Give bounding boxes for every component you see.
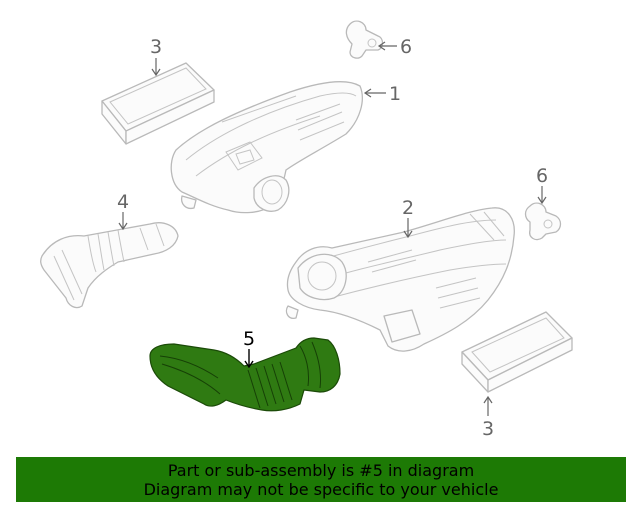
callout-5-label: 5 <box>243 328 255 350</box>
callout-6-right: 6 <box>536 165 548 205</box>
air-cleaner-housing-lower[interactable] <box>285 207 515 352</box>
callout-3-top: 3 <box>150 36 162 77</box>
callout-3-bottom: 3 <box>482 395 494 440</box>
callout-1: 1 <box>363 83 401 105</box>
callout-6-top-label: 6 <box>400 36 412 58</box>
parts-diagram: 3 6 1 4 2 6 5 3 <box>40 20 573 440</box>
intake-duct-highlighted[interactable] <box>149 337 341 412</box>
callout-6-right-label: 6 <box>536 165 548 187</box>
callout-5: 5 <box>243 328 255 369</box>
callout-3-top-label: 3 <box>150 36 162 58</box>
air-filter-top[interactable] <box>101 62 215 145</box>
sensor-right[interactable] <box>524 202 562 241</box>
banner-line-part-number: Part or sub-assembly is #5 in diagram <box>167 461 475 480</box>
air-cleaner-housing-upper[interactable] <box>170 81 363 214</box>
banner-line-disclaimer: Diagram may not be specific to your vehi… <box>143 480 499 499</box>
callout-2: 2 <box>402 197 414 239</box>
callout-4: 4 <box>117 191 129 231</box>
callout-4-label: 4 <box>117 191 129 213</box>
fitment-notice-banner: Part or sub-assembly is #5 in diagram Di… <box>16 457 626 502</box>
callout-3-bottom-label: 3 <box>482 418 494 440</box>
callout-2-label: 2 <box>402 197 414 219</box>
callout-6-top: 6 <box>377 36 412 58</box>
air-filter-bottom[interactable] <box>461 311 573 393</box>
callout-1-label: 1 <box>389 83 401 105</box>
intake-duct-left[interactable] <box>40 222 179 309</box>
sensor-top[interactable] <box>345 20 384 59</box>
